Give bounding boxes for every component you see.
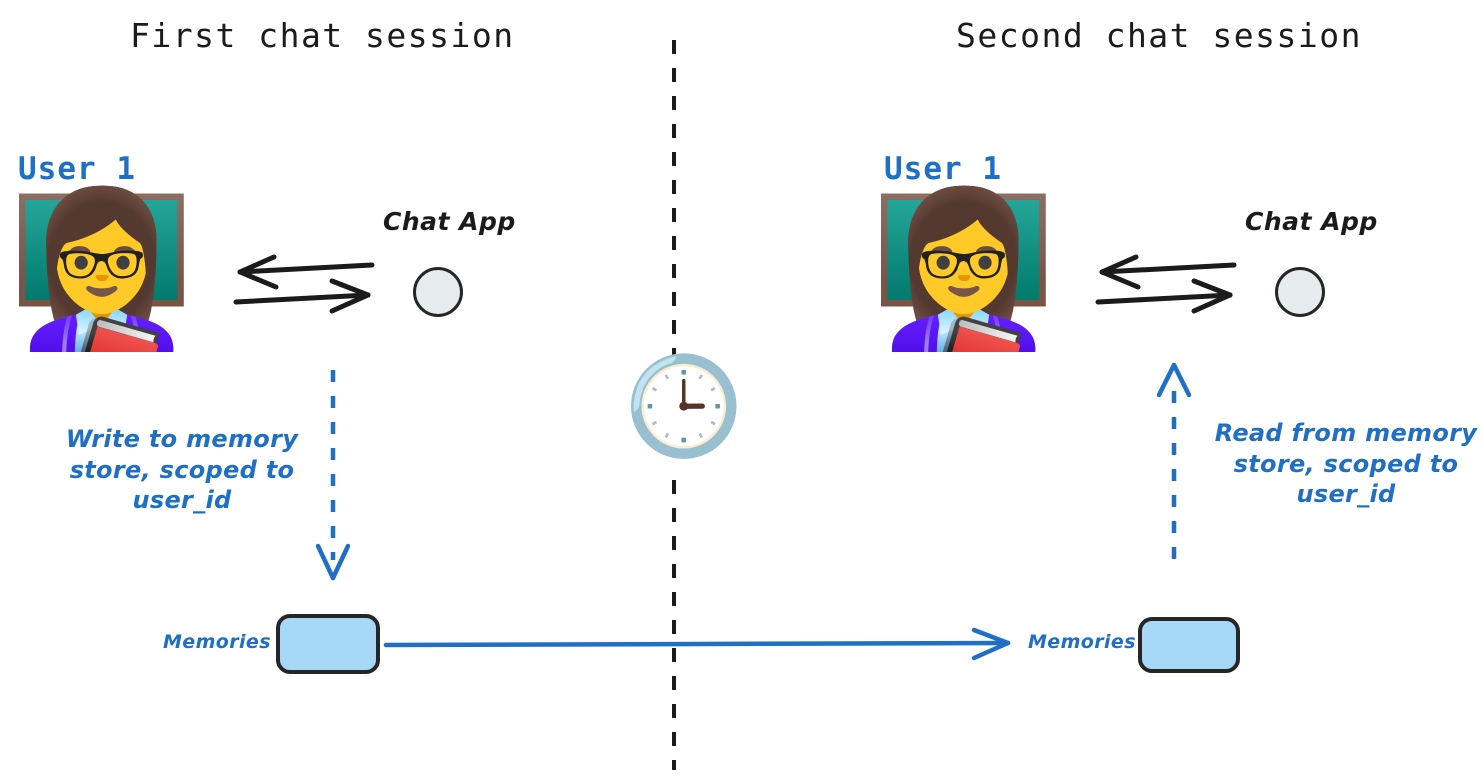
left-exchange-arrows-icon (233, 254, 375, 314)
right-flow-note-line-3: user_id (1296, 480, 1396, 509)
right-dashed-arrow-up-icon (1156, 362, 1192, 559)
right-flow-note-line-2: store, scoped to (1233, 449, 1459, 478)
left-dashed-arrow-down-icon (315, 370, 351, 581)
left-flow-note-line-3: user_id (132, 486, 232, 515)
right-flow-note-line-1: Read from memory (1214, 419, 1478, 447)
left-chat-app-label: Chat App (383, 207, 516, 236)
right-user-label: User 1 (884, 151, 1002, 187)
right-exchange-arrows-icon (1095, 254, 1237, 314)
right-session-title: Second chat session (956, 16, 1362, 55)
left-user-avatar: 👩‍🏫 (8, 183, 195, 357)
left-user-label: User 1 (18, 151, 136, 187)
clock-three-oclock-emoji: 🕒 (624, 350, 744, 462)
left-flow-note: Write to memory store, scoped to user_id (48, 424, 316, 516)
persistence-arrow-icon (383, 627, 1011, 661)
right-memories-label: Memories (1028, 631, 1136, 653)
left-chat-app-node-icon (413, 267, 463, 317)
right-flow-note: Read from memory store, scoped to user_i… (1210, 418, 1482, 510)
left-memories-label: Memories (163, 631, 271, 653)
left-flow-note-line-2: store, scoped to (69, 455, 295, 484)
right-memories-box (1138, 617, 1240, 673)
left-flow-note-line-1: Write to memory (65, 425, 299, 453)
left-session-title: First chat session (130, 16, 515, 55)
right-chat-app-label: Chat App (1245, 207, 1378, 236)
left-memories-box (276, 614, 380, 674)
vertical-dashed-divider-icon (672, 40, 676, 770)
right-user-avatar: 👩‍🏫 (870, 183, 1057, 357)
right-chat-app-node-icon (1275, 267, 1325, 317)
